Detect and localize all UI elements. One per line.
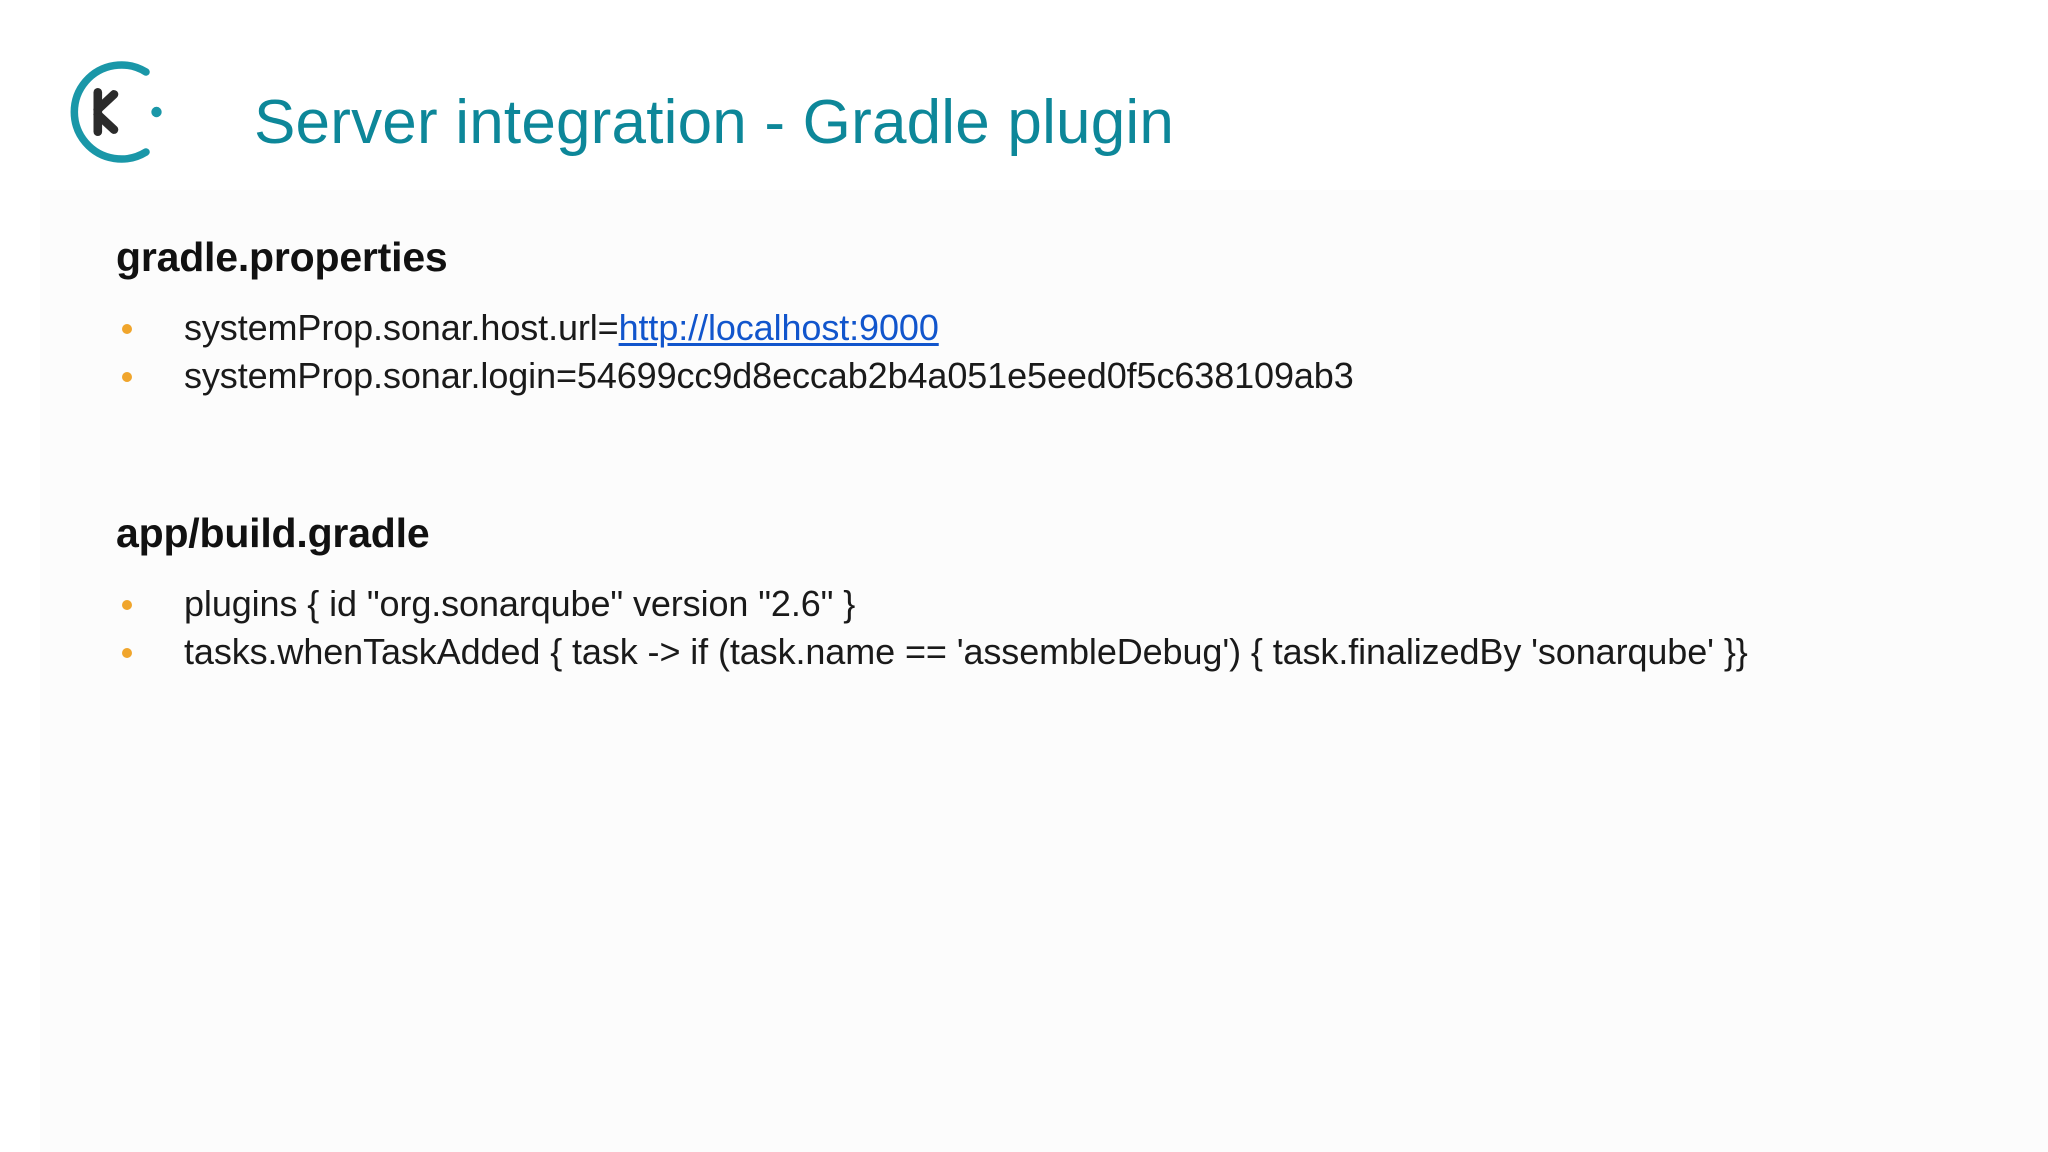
section-heading: gradle.properties <box>116 234 448 280</box>
bullet-dot-icon <box>122 324 132 334</box>
sonar-host-url-link[interactable]: http://localhost:9000 <box>618 307 939 348</box>
page-title: Server integration - Gradle plugin <box>254 88 1175 157</box>
list-item: systemProp.sonar.host.url=http://localho… <box>116 304 1976 352</box>
bullet-list: plugins { id "org.sonarqube" version "2.… <box>116 580 1976 676</box>
bullet-text: plugins { id "org.sonarqube" version "2.… <box>184 583 856 624</box>
section-app-build-gradle: app/build.gradle plugins { id "org.sonar… <box>116 508 1976 676</box>
bullet-text: systemProp.sonar.host.url= <box>184 307 619 348</box>
bullet-text: systemProp.sonar.login=54699cc9d8eccab2b… <box>184 355 1354 396</box>
list-item: systemProp.sonar.login=54699cc9d8eccab2b… <box>116 352 1976 400</box>
bullet-dot-icon <box>122 372 132 382</box>
list-item: plugins { id "org.sonarqube" version "2.… <box>116 580 1976 628</box>
list-item: tasks.whenTaskAdded { task -> if (task.n… <box>116 628 1976 676</box>
section-heading: app/build.gradle <box>116 510 430 556</box>
bullet-text: tasks.whenTaskAdded { task -> if (task.n… <box>184 631 1748 672</box>
section-gradle-properties: gradle.properties systemProp.sonar.host.… <box>116 232 1976 400</box>
bullet-dot-icon <box>122 600 132 610</box>
slide-header: Server integration - Gradle plugin <box>0 0 2048 190</box>
bullet-dot-icon <box>122 648 132 658</box>
kayako-k-logo <box>48 48 176 176</box>
slide-body-background <box>40 190 2048 1152</box>
bullet-list: systemProp.sonar.host.url=http://localho… <box>116 304 1976 400</box>
